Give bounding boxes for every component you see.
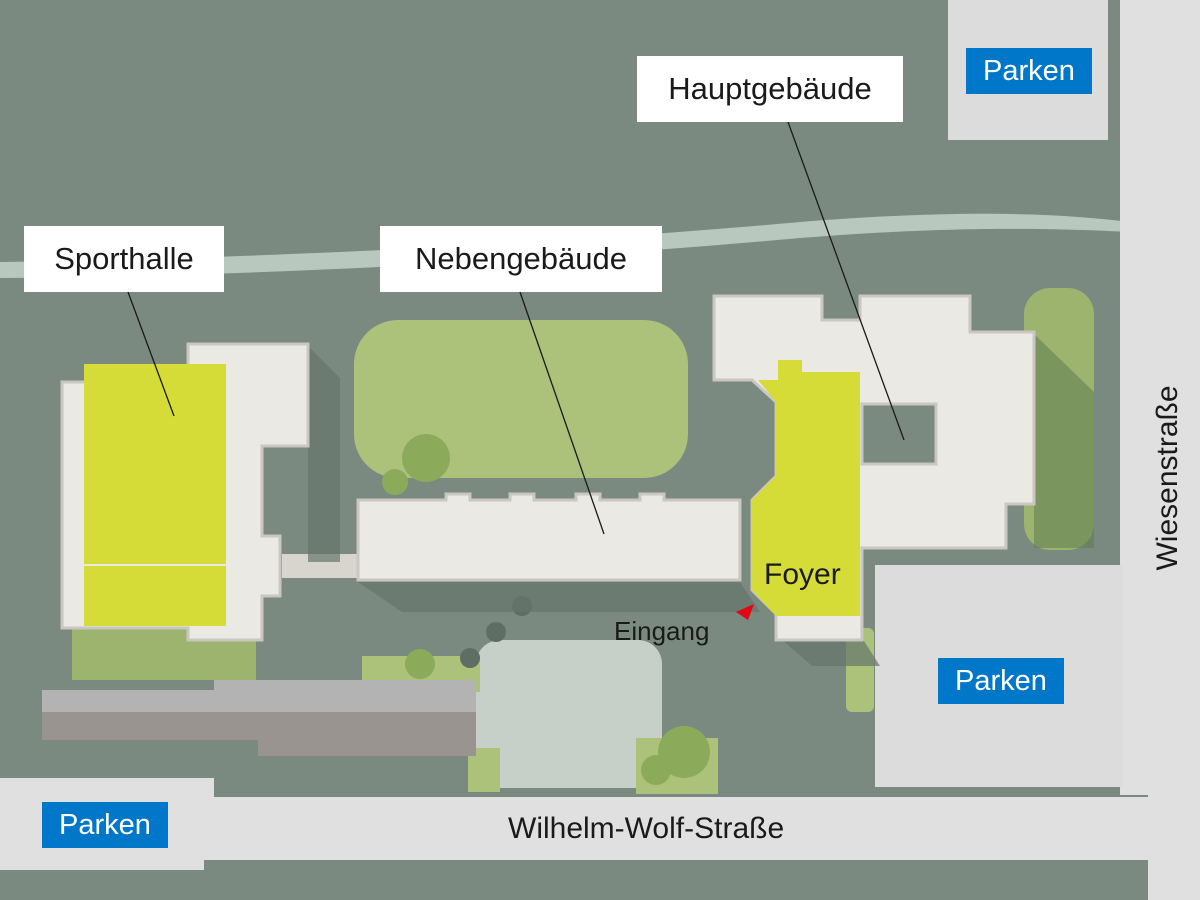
entrance-marker <box>736 604 754 620</box>
road-south <box>0 778 1148 870</box>
street-label-east: Wiesenstraße <box>1151 385 1184 571</box>
path-stone <box>486 622 506 642</box>
label-hauptgebaeude: Hauptgebäude <box>637 56 903 122</box>
foyer-area[interactable] <box>752 360 860 616</box>
label-sporthalle: Sporthalle <box>24 226 224 292</box>
sporthalle-hall-south <box>84 566 226 626</box>
label-foyer: Foyer <box>764 558 841 591</box>
leader-sporthalle <box>127 291 175 417</box>
label-nebengebaeude: Nebengebäude <box>380 226 662 292</box>
label-eingang: Eingang <box>614 616 710 646</box>
tree <box>405 649 435 679</box>
hauptgebaeude-courtyard <box>860 402 938 466</box>
shadow <box>780 638 880 666</box>
roof-south-light <box>42 680 476 712</box>
shadow <box>358 582 760 612</box>
shadow <box>308 346 340 562</box>
parking-badge-east[interactable]: Parken <box>938 658 1064 704</box>
tree <box>658 726 710 778</box>
tree <box>382 469 408 495</box>
courtyard <box>476 640 662 788</box>
leader-nebengebaeude <box>519 291 605 535</box>
leader-hauptgebaeude <box>787 121 905 441</box>
shadow <box>1034 334 1094 548</box>
parking-badge-north[interactable]: Parken <box>966 48 1092 94</box>
parking-badge-west[interactable]: Parken <box>42 802 168 848</box>
street-label-south: Wilhelm-Wolf-Straße <box>508 812 785 845</box>
tree <box>402 434 450 482</box>
sporthalle-hall-north <box>84 364 226 564</box>
road-east <box>1120 0 1200 900</box>
building-nebengebaeude[interactable] <box>356 492 742 582</box>
path-stone <box>460 648 480 668</box>
roof-south-dark <box>42 712 476 756</box>
tree <box>641 755 671 785</box>
